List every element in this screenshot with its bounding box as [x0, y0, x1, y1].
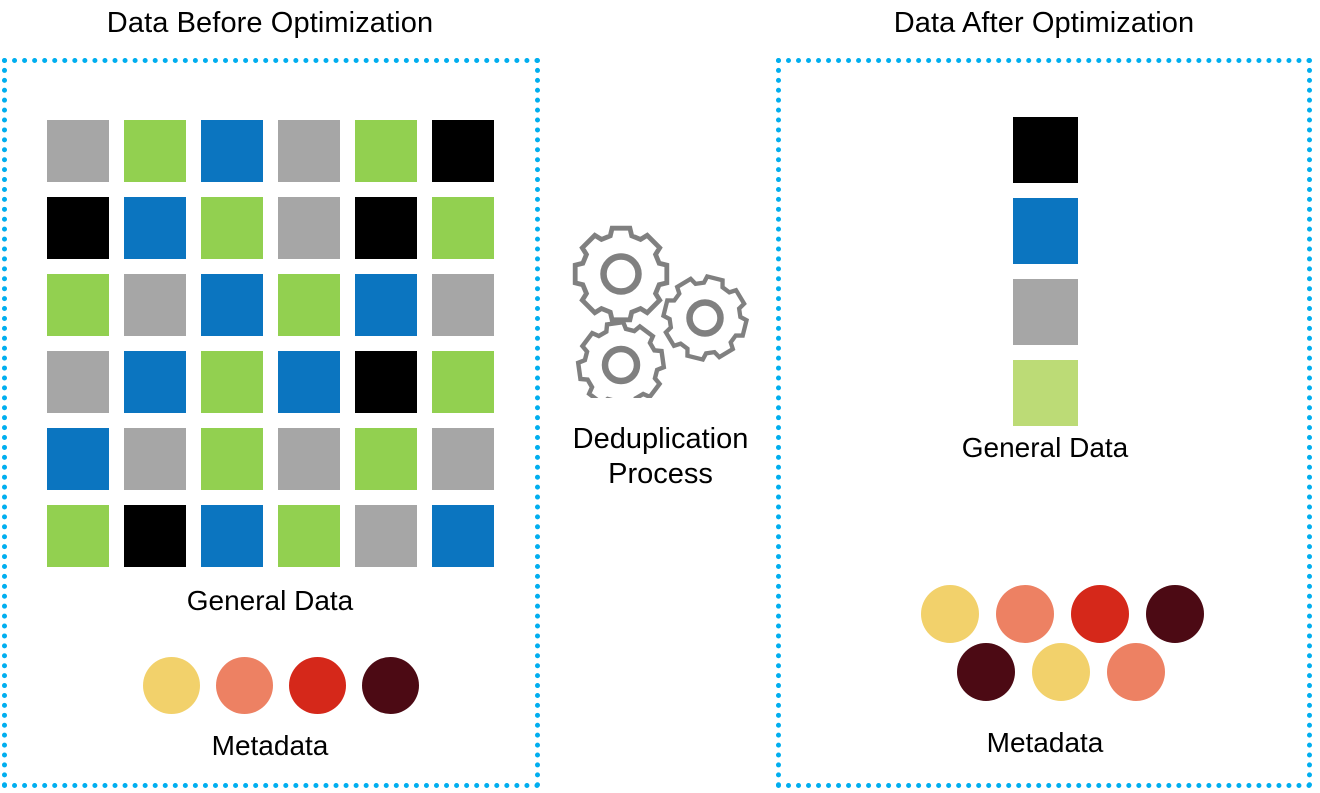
data-block-blue	[201, 505, 263, 567]
before-metadata-label: Metadata	[211, 730, 329, 761]
after-metadata-dots-row-2	[957, 643, 1165, 701]
after-metadata-label: Metadata	[986, 727, 1104, 758]
process-label-line-1: Deduplication	[572, 423, 749, 455]
data-block-gray	[432, 274, 494, 336]
data-block-blue	[201, 120, 263, 182]
data-block-blue	[355, 274, 417, 336]
metadata-dot-salmon	[996, 585, 1054, 643]
data-block-green	[355, 120, 417, 182]
data-block-green	[432, 197, 494, 259]
data-block-green	[201, 351, 263, 413]
after-metadata-dots-row-1	[921, 585, 1204, 643]
data-block-green	[432, 351, 494, 413]
data-block-gray	[432, 428, 494, 490]
data-block-black	[355, 351, 417, 413]
data-block-blue	[278, 351, 340, 413]
data-block-black	[124, 505, 186, 567]
metadata-dot-maroon	[362, 657, 419, 714]
data-block-green	[47, 274, 109, 336]
data-block-green	[355, 428, 417, 490]
data-block-blue	[124, 351, 186, 413]
data-block-gray	[124, 274, 186, 336]
before-metadata-dots	[143, 657, 419, 714]
before-general-data-label: General Data	[186, 585, 354, 616]
metadata-dot-salmon	[216, 657, 273, 714]
data-block-black	[1013, 117, 1078, 183]
data-block-green	[201, 428, 263, 490]
metadata-dot-maroon	[1146, 585, 1204, 643]
data-block-black	[432, 120, 494, 182]
data-block-blue	[47, 428, 109, 490]
data-block-black	[47, 197, 109, 259]
metadata-dot-red	[1071, 585, 1129, 643]
right-panel-boundary	[776, 58, 1312, 788]
metadata-dot-salmon	[1107, 643, 1165, 701]
data-block-blue	[201, 274, 263, 336]
data-block-green	[201, 197, 263, 259]
data-block-gray	[47, 120, 109, 182]
metadata-dot-yellow	[143, 657, 200, 714]
metadata-dot-yellow	[1032, 643, 1090, 701]
data-block-gray	[278, 197, 340, 259]
process-label-line-2: Process	[608, 458, 713, 490]
metadata-dot-maroon	[957, 643, 1015, 701]
data-block-green_light	[1013, 360, 1078, 426]
after-general-data-label: General Data	[961, 432, 1129, 463]
metadata-dot-red	[289, 657, 346, 714]
data-block-blue	[1013, 198, 1078, 264]
left-panel-boundary	[2, 58, 540, 788]
right-panel-title: Data After Optimization	[893, 7, 1195, 39]
data-block-green	[47, 505, 109, 567]
data-block-green	[124, 120, 186, 182]
data-block-gray	[278, 120, 340, 182]
data-block-green	[278, 505, 340, 567]
before-data-block-grid	[47, 120, 495, 568]
data-block-gray	[47, 351, 109, 413]
data-block-black	[355, 197, 417, 259]
data-block-green	[278, 274, 340, 336]
metadata-dot-yellow	[921, 585, 979, 643]
data-block-gray	[1013, 279, 1078, 345]
data-block-gray	[355, 505, 417, 567]
data-block-gray	[124, 428, 186, 490]
three-gears-icon	[563, 218, 763, 411]
deduplication-process-label: Deduplication Process	[548, 422, 773, 492]
left-panel-title: Data Before Optimization	[106, 7, 434, 39]
data-block-gray	[278, 428, 340, 490]
data-block-blue	[124, 197, 186, 259]
after-data-block-column	[1013, 117, 1078, 426]
data-block-blue	[432, 505, 494, 567]
